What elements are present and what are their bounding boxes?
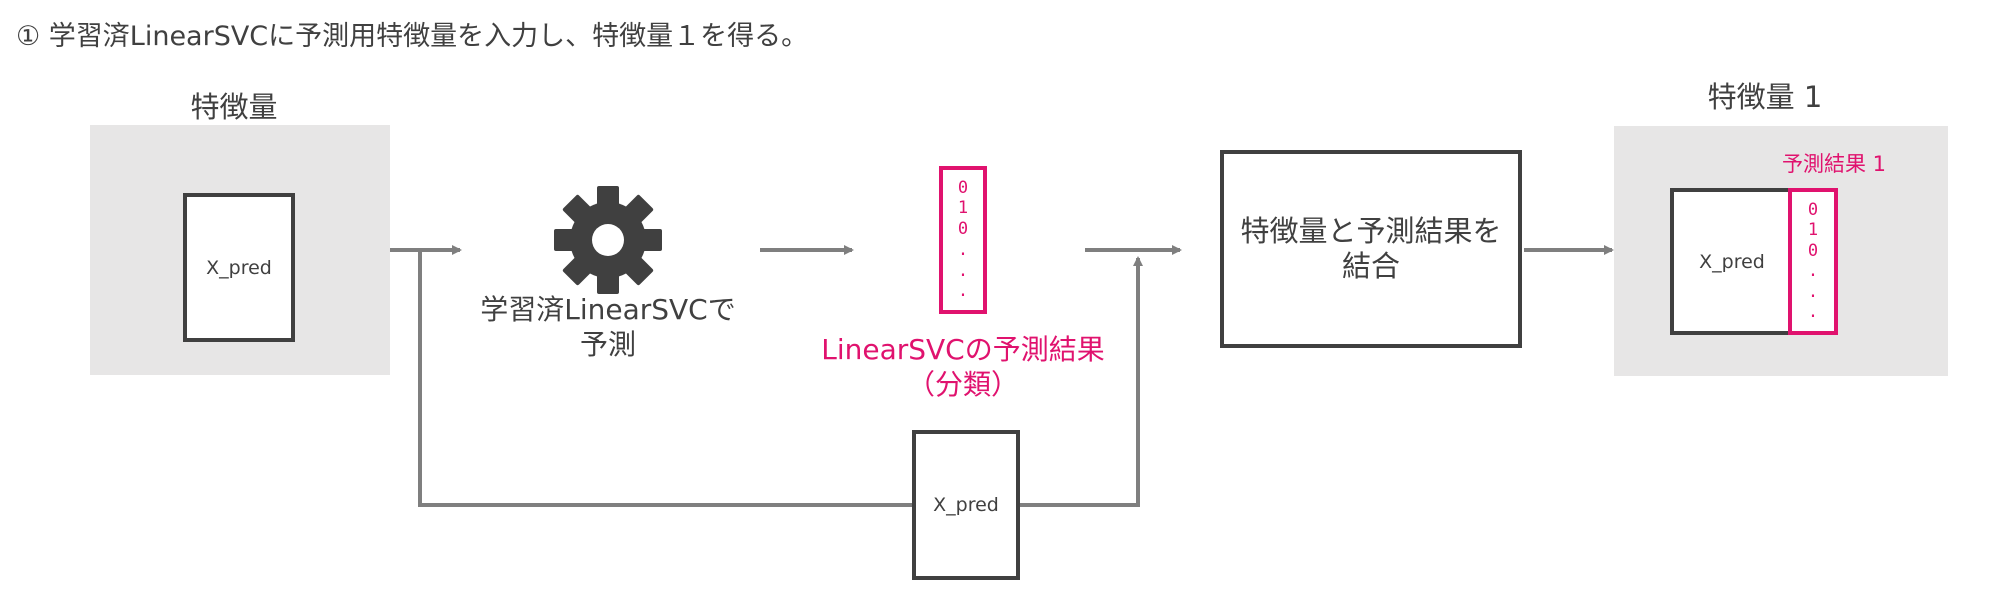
output-panel-value: . bbox=[1807, 261, 1819, 282]
bypass-line-right bbox=[1020, 256, 1143, 507]
gear-icon bbox=[554, 186, 662, 294]
combine-line2: 結合 bbox=[1341, 249, 1400, 283]
prediction-value: . bbox=[957, 239, 969, 260]
passthrough-xpred-box: X_pred bbox=[912, 430, 1020, 580]
model-label: 学習済LinearSVCで 予測 bbox=[468, 292, 748, 362]
combine-box: 特徴量と予測結果を 結合 bbox=[1220, 150, 1522, 348]
output-panel-value: 1 bbox=[1807, 220, 1819, 241]
prediction-label: LinearSVCの予測結果 （分類） bbox=[800, 332, 1126, 402]
model-label-line2: 予測 bbox=[579, 328, 636, 361]
output-panel-value: . bbox=[1807, 281, 1819, 302]
prediction-label-line1: LinearSVCの予測結果 bbox=[821, 333, 1105, 366]
input-panel-label: 特徴量 bbox=[190, 90, 278, 124]
prediction-value: 0 bbox=[957, 219, 969, 240]
output-panel-value: . bbox=[1807, 302, 1819, 323]
output-xpred-box: X_pred bbox=[1670, 188, 1794, 335]
output-result-label: 予測結果 1 bbox=[1782, 152, 1887, 176]
prediction-value: 1 bbox=[957, 198, 969, 219]
output-panel-value: 0 bbox=[1807, 199, 1819, 220]
prediction-value: . bbox=[957, 281, 969, 302]
output-panel-label: 特徴量 1 bbox=[1707, 80, 1823, 114]
combine-line1: 特徴量と予測結果を bbox=[1240, 213, 1502, 248]
prediction-value: . bbox=[957, 260, 969, 281]
prediction-value: 0 bbox=[957, 177, 969, 198]
input-xpred-box: X_pred bbox=[183, 193, 295, 342]
step-title: ① 学習済LinearSVCに予測用特徴量を入力し、特徴量１を得る。 bbox=[16, 21, 809, 52]
output-panel-value: 0 bbox=[1807, 240, 1819, 261]
model-label-line1: 学習済LinearSVCで bbox=[480, 293, 736, 326]
prediction-label-line2: （分類） bbox=[906, 368, 1019, 401]
bypass-line-left bbox=[418, 250, 912, 507]
